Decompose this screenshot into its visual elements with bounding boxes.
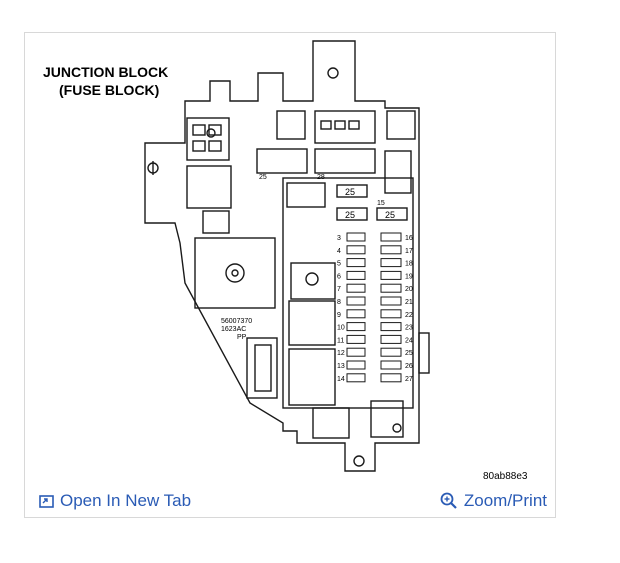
image-toolbar: Open In New Tab Zoom/Print bbox=[25, 487, 555, 517]
fuse-25c-label: 25 bbox=[385, 210, 395, 220]
fuse-slot bbox=[380, 347, 402, 357]
connector-main bbox=[194, 237, 276, 309]
fuse-number-right: 22 bbox=[405, 312, 413, 319]
connector-far-right bbox=[386, 110, 416, 140]
fuse-number-right: 16 bbox=[405, 235, 413, 242]
image-code: 80ab88e3 bbox=[483, 471, 528, 482]
fuse-25c-box bbox=[376, 207, 408, 221]
connector-top-right bbox=[314, 110, 376, 144]
fuse-slot bbox=[380, 334, 402, 344]
label-15: 15 bbox=[377, 200, 385, 207]
title-line-2: (FUSE BLOCK) bbox=[59, 82, 159, 98]
fuse-slot bbox=[380, 270, 402, 280]
fuse-number-left: 12 bbox=[337, 350, 345, 357]
fuse-number-left: 6 bbox=[337, 273, 341, 280]
connector-top-center bbox=[276, 110, 306, 140]
fuse-slot bbox=[380, 322, 402, 332]
open-new-tab-label: Open In New Tab bbox=[60, 491, 192, 510]
fuse-number-right: 19 bbox=[405, 273, 413, 280]
fuse-slot bbox=[380, 245, 402, 255]
zoom-print-link[interactable]: Zoom/Print bbox=[440, 491, 547, 511]
fuse-slot bbox=[380, 360, 402, 370]
fuse-slot bbox=[346, 245, 366, 255]
fuse-slot bbox=[346, 347, 366, 357]
image-card: JUNCTION BLOCK (FUSE BLOCK) 25 25 25 15 … bbox=[24, 32, 556, 518]
fuse-slot bbox=[346, 360, 366, 370]
relay-slot-right bbox=[314, 148, 376, 174]
fuse-slot bbox=[346, 258, 366, 268]
part-number-3: PP bbox=[237, 334, 247, 341]
fuse-25b-label: 25 bbox=[345, 210, 355, 220]
fuse-number-right: 25 bbox=[405, 350, 413, 357]
fuse-slot bbox=[380, 373, 402, 383]
label-25: 25 bbox=[259, 174, 267, 181]
fuse-25a-box bbox=[336, 184, 368, 198]
fuse-rows bbox=[346, 232, 402, 383]
fuse-number-left: 13 bbox=[337, 363, 345, 370]
fuse-25a-label: 25 bbox=[345, 187, 355, 197]
relay-slot-side bbox=[384, 150, 412, 194]
fuse-number-left: 5 bbox=[337, 261, 341, 268]
fuse-number-right: 26 bbox=[405, 363, 413, 370]
label-28: 28 bbox=[317, 174, 325, 181]
fuse-number-left: 14 bbox=[337, 376, 345, 383]
fuse-slot bbox=[380, 232, 402, 242]
fuse-number-right: 20 bbox=[405, 286, 413, 293]
connector-top-left bbox=[186, 117, 230, 161]
title-line-1: JUNCTION BLOCK bbox=[43, 64, 168, 80]
fuse-slot bbox=[380, 283, 402, 293]
fuse-slot bbox=[346, 373, 366, 383]
fuse-number-right: 17 bbox=[405, 248, 413, 255]
fuse-number-right: 23 bbox=[405, 325, 413, 332]
part-number-2: 1623AC bbox=[221, 326, 246, 333]
open-new-tab-link[interactable]: Open In New Tab bbox=[39, 491, 191, 511]
block-outline bbox=[144, 40, 420, 472]
fuse-number-left: 11 bbox=[337, 337, 344, 344]
junction-block-diagram: JUNCTION BLOCK (FUSE BLOCK) 25 25 25 15 … bbox=[43, 40, 528, 482]
fuse-slot bbox=[380, 309, 402, 319]
fuse-slot bbox=[346, 232, 366, 242]
fuse-number-left: 7 bbox=[337, 286, 341, 293]
fuse-number-left: 8 bbox=[337, 299, 341, 306]
zoom-print-label: Zoom/Print bbox=[463, 491, 547, 510]
fuse-slot bbox=[346, 283, 366, 293]
relay-slot-left bbox=[256, 148, 308, 174]
fuse-slot bbox=[346, 309, 366, 319]
part-number-1: 56007370 bbox=[221, 318, 252, 325]
fuse-slot bbox=[346, 270, 366, 280]
fuse-number-left: 4 bbox=[337, 248, 341, 255]
fuse-slot bbox=[346, 296, 366, 306]
fuse-25b-box bbox=[336, 207, 368, 221]
fuse-number-right: 27 bbox=[405, 376, 413, 383]
fuse-number-right: 21 bbox=[405, 299, 413, 306]
fuse-number-left: 9 bbox=[337, 312, 341, 319]
fuse-slot bbox=[346, 334, 366, 344]
fuse-slot bbox=[346, 322, 366, 332]
fuse-number-right: 18 bbox=[405, 261, 413, 268]
zoom-in-icon bbox=[440, 492, 457, 509]
open-new-tab-icon bbox=[39, 494, 54, 508]
fuse-slot bbox=[380, 258, 402, 268]
fuse-slot bbox=[380, 296, 402, 306]
fuse-number-left: 3 bbox=[337, 235, 341, 242]
fuse-number-left: 10 bbox=[337, 325, 345, 332]
fuse-number-right: 24 bbox=[405, 337, 413, 344]
